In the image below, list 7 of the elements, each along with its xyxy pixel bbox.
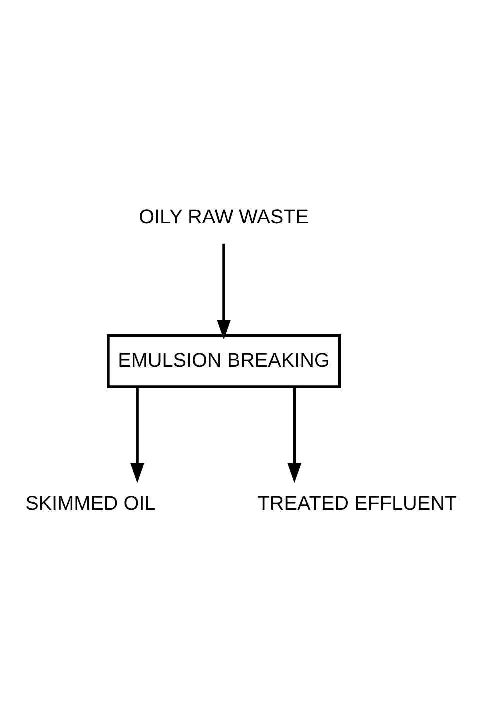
node-text: TREATED EFFLUENT <box>257 493 457 516</box>
arrow <box>130 387 144 484</box>
node-text: SKIMMED OIL <box>25 493 156 516</box>
arrow <box>287 387 302 484</box>
node-text: OILY RAW WASTE <box>138 206 309 228</box>
node-box: EMULSION BREAKING <box>106 334 341 388</box>
arrow <box>216 244 230 340</box>
